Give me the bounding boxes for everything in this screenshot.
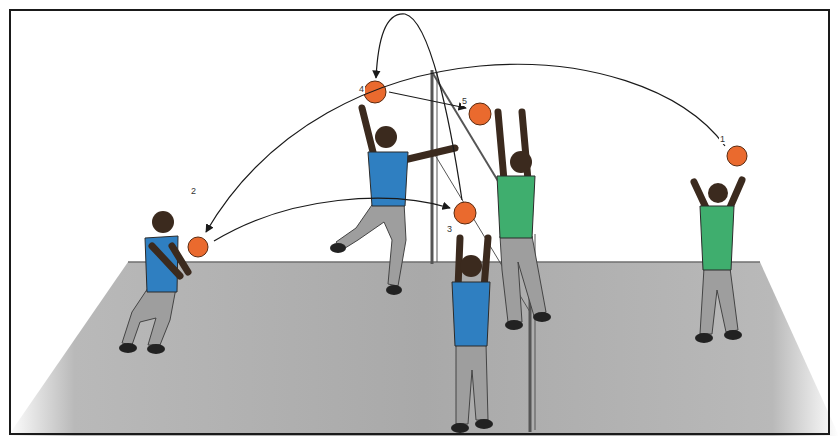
court-floor — [8, 262, 839, 436]
volleyball-net-part — [437, 72, 438, 262]
setter-player-part — [475, 419, 493, 429]
volleyball-part — [727, 146, 747, 166]
blocker-player-part — [498, 112, 504, 180]
server-player-part — [700, 206, 734, 270]
volleyball — [188, 81, 747, 257]
volleyball-part — [454, 202, 476, 224]
receiver-player-part — [147, 344, 165, 354]
receiver-player-part — [152, 211, 174, 233]
volleyball-part — [469, 103, 491, 125]
setter-player-part — [458, 238, 460, 288]
spiker-player-part — [336, 202, 406, 286]
receiver-player-part — [122, 288, 176, 345]
receiver-player — [119, 211, 188, 354]
spiker-player-part — [330, 243, 346, 253]
spiker-player — [330, 108, 455, 295]
spiker-player-part — [375, 126, 397, 148]
court-floor-part — [8, 262, 839, 436]
blocker-player — [497, 112, 551, 330]
server-player-part — [695, 333, 713, 343]
receiver-player-part — [152, 246, 180, 276]
spiker-player-part — [362, 108, 374, 156]
blocker-player-part — [497, 176, 535, 238]
callout-number: 5 — [461, 96, 468, 106]
callout-number: 4 — [358, 84, 365, 94]
setter-player — [451, 238, 493, 433]
blocker-player-part — [510, 151, 532, 173]
ball-path-arrow-part — [376, 14, 462, 200]
volleyball-part — [364, 81, 386, 103]
setter-player-part — [456, 344, 488, 424]
server-player-part — [724, 330, 742, 340]
ball-path-arrow-part — [206, 64, 725, 232]
ball-path-arrow-part — [214, 198, 450, 241]
blocker-player-part — [500, 236, 546, 322]
volleyball-part — [188, 237, 208, 257]
receiver-player-part — [119, 343, 137, 353]
setter-player-part — [452, 282, 490, 346]
callout-number: 1 — [719, 134, 726, 144]
setter-player-part — [451, 423, 469, 433]
callout-number: 3 — [446, 224, 453, 234]
callout-number: 2 — [190, 186, 197, 196]
spiker-player-part — [386, 285, 402, 295]
blocker-player-part — [505, 320, 523, 330]
blocker-player-part — [533, 312, 551, 322]
volleyball-net-part — [431, 70, 434, 264]
frame-border — [10, 10, 829, 434]
server-player-part — [700, 268, 738, 334]
server-player — [694, 180, 742, 343]
court-floor-part — [128, 261, 760, 263]
setter-player-part — [484, 238, 488, 288]
ball-path-arrow — [206, 14, 725, 241]
spiker-player-part — [404, 148, 455, 160]
setter-player-part — [460, 255, 482, 277]
server-player-part — [708, 183, 728, 203]
ball-path-arrow-part — [389, 92, 466, 108]
